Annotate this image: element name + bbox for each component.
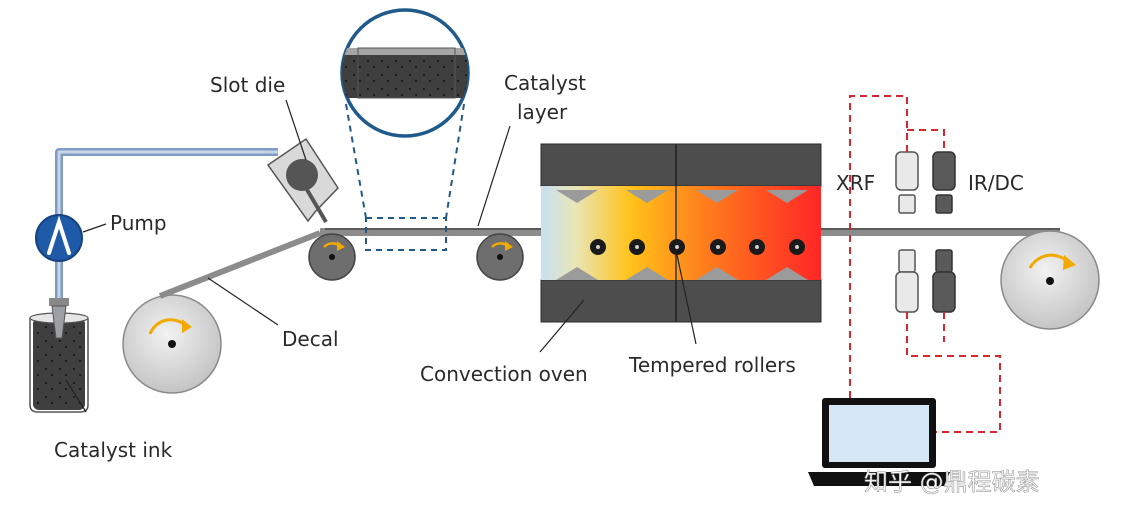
- pump-icon: [35, 214, 83, 262]
- arrow-head-icon: [182, 319, 192, 333]
- catalyst-layer-leader: [477, 125, 511, 227]
- ir-dc-sensor-top: [932, 151, 956, 214]
- convection-oven-label: Convection oven: [420, 362, 588, 386]
- inset-catalyst-layer: [342, 55, 468, 98]
- coating-roller: [308, 233, 356, 281]
- suction-nozzle: [51, 305, 67, 339]
- oven-leader: [539, 299, 585, 353]
- spool-hub: [168, 340, 176, 348]
- feed-pipe: [55, 148, 278, 298]
- xrf-sensor-top: [895, 151, 919, 214]
- laptop-icon: [808, 398, 950, 486]
- rewind-arrow-head-icon: [1063, 255, 1076, 270]
- decal-label: Decal: [282, 327, 339, 351]
- decal-web: [158, 230, 322, 299]
- slot-die-leader: [285, 99, 307, 161]
- beaker-glass: [29, 318, 89, 413]
- heating-zone: [541, 186, 821, 280]
- decal-leader: [207, 277, 279, 326]
- signal-links: [849, 95, 1001, 433]
- coating-inset: [340, 8, 470, 138]
- slot-die-chamber: [286, 159, 318, 191]
- ir-dc-label: IR/DC: [968, 171, 1024, 195]
- ink-reservoir: [29, 298, 89, 413]
- pump-leader: [82, 223, 107, 233]
- catalyst-layer-label-2: layer: [517, 100, 568, 124]
- ir-dc-sensor-bottom: [932, 249, 956, 313]
- convection-oven: [540, 143, 822, 323]
- inset-zoom-lines: [345, 103, 465, 251]
- tempered-rollers: [590, 239, 805, 255]
- top-air-nozzles: [556, 190, 808, 203]
- rewind-spool: [1000, 230, 1100, 330]
- slot-die-label: Slot die: [210, 73, 285, 97]
- pump-label: Pump: [110, 211, 167, 235]
- unwind-spool: [122, 294, 222, 394]
- nozzle-cap: [49, 298, 69, 306]
- xrf-label: XRF: [836, 171, 875, 195]
- rewind-hub: [1046, 277, 1054, 285]
- watermark: 知乎 @鼎程碳素: [864, 468, 1040, 496]
- catalyst-ink-label: Catalyst ink: [54, 438, 173, 462]
- catalyst-ink-fill: [33, 318, 85, 410]
- ink-leader: [65, 379, 87, 413]
- slot-die: [266, 137, 339, 224]
- guide-roller: [476, 233, 524, 281]
- xrf-sensor-bottom: [895, 249, 919, 313]
- tempered-rollers-label: Tempered rollers: [628, 353, 796, 377]
- rollers-leader: [676, 254, 697, 345]
- bottom-air-nozzles: [556, 267, 808, 280]
- catalyst-layer-label-1: Catalyst: [504, 71, 586, 95]
